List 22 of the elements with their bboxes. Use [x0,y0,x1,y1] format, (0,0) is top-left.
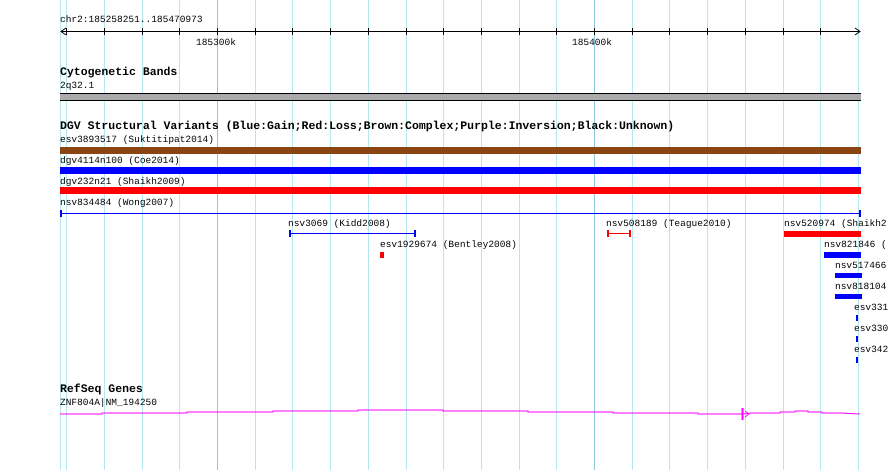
feature-label: nsv508189 (Teague2010) [606,218,732,230]
locus-label: chr2:185258251..185470973 [60,14,203,26]
feature-label: esv330 [854,323,888,335]
feature-label: esv3893517 (Suktitipat2014) [60,134,214,146]
feature-label: esv331 [854,302,888,314]
feature-label: esv1929674 (Bentley2008) [380,239,517,251]
feature-label: ZNF804A|NM_194250 [60,397,157,409]
feature-label: nsv821846 ( [824,239,887,251]
track-title: RefSeq Genes [60,384,143,396]
tick-label: 185400k [572,37,612,49]
feature-label: nsv834484 (Wong2007) [60,197,174,209]
feature-label: dgv232n21 (Shaikh2009) [60,176,186,188]
track-title: Cytogenetic Bands [60,67,178,79]
feature-label: nsv3069 (Kidd2008) [288,218,391,230]
feature-label: nsv520974 (Shaikh2 [784,218,887,230]
feature-label: nsv818104 [835,281,886,293]
feature-label: esv342 [854,344,888,356]
tick-label: 185300k [196,37,236,49]
feature-label: nsv517466 [835,260,886,272]
feature-label: dgv4114n100 (Coe2014) [60,155,180,167]
track-title: DGV Structural Variants (Blue:Gain;Red:Loss;Brown:Complex;Purple:Inversion;Black:Unknown) [60,121,674,133]
track-label: 2q32.1 [60,80,94,92]
